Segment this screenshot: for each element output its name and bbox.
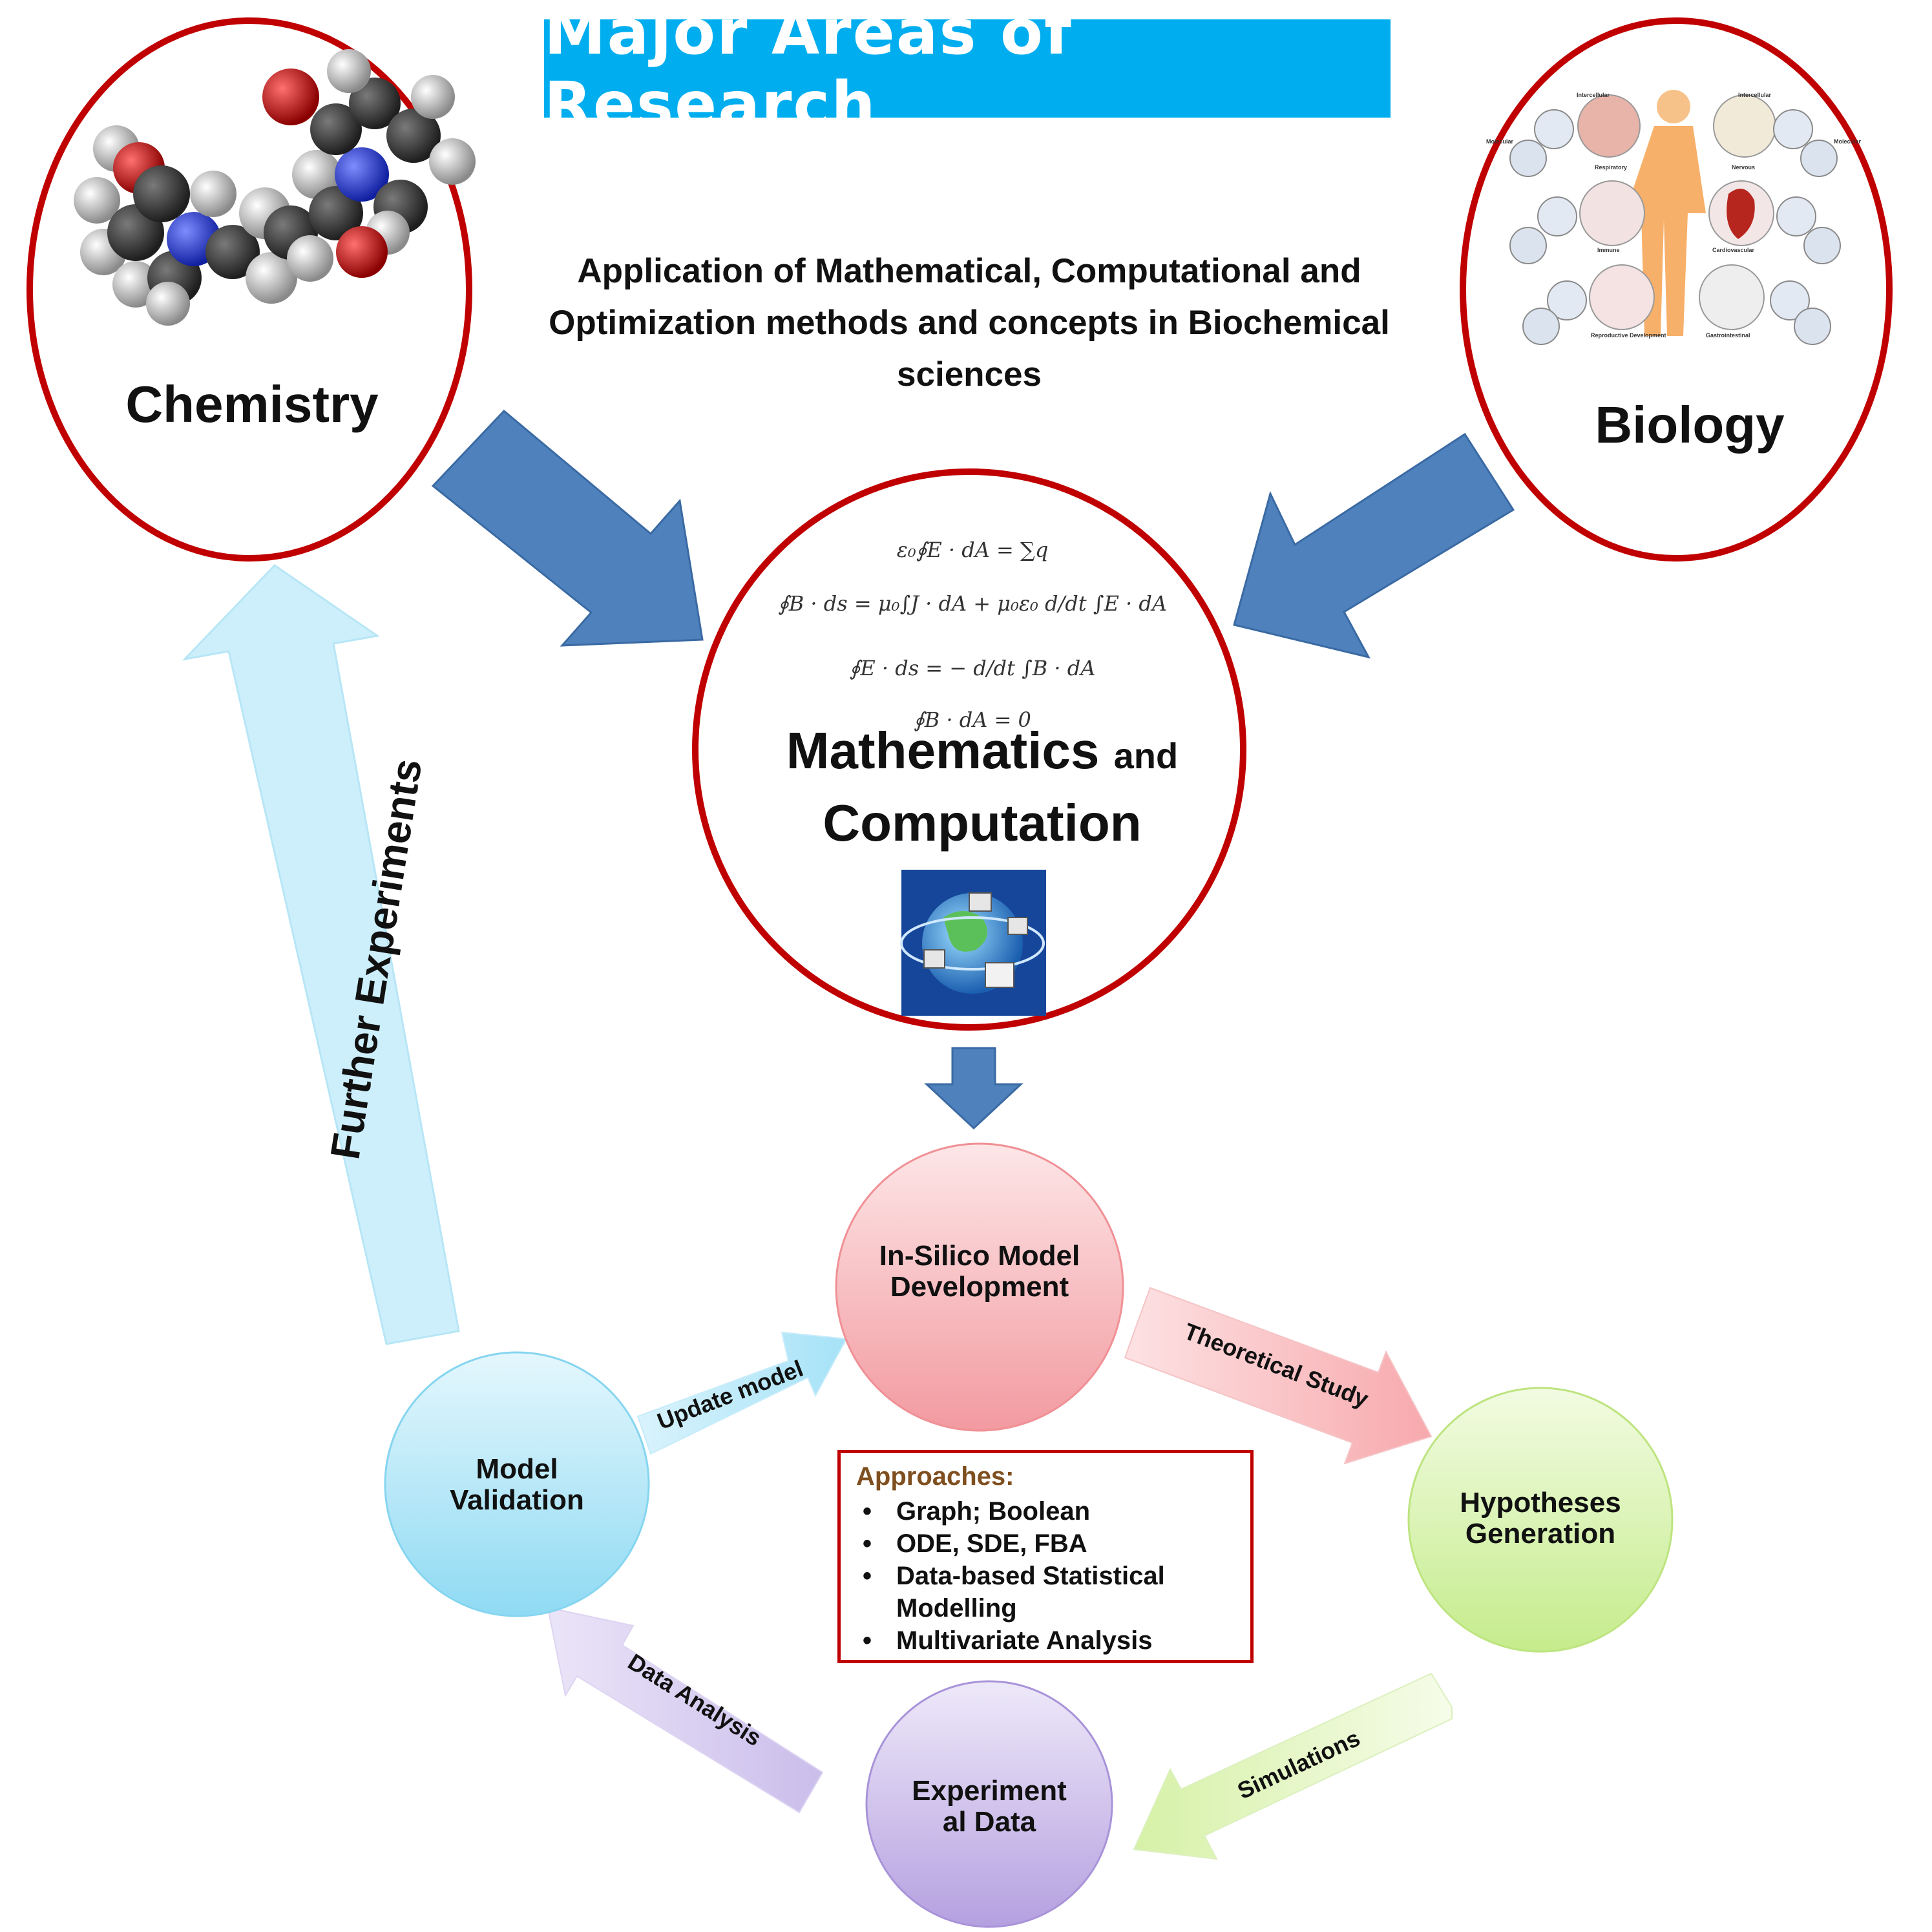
model-validation-label: Model Validation (450, 1453, 584, 1516)
biology-label: Biology (1595, 396, 1785, 454)
svg-text:Molecular: Molecular (1486, 138, 1514, 145)
computation-label: Computation (823, 794, 1142, 852)
data-analysis-arrow (547, 1606, 824, 1814)
equation-1: ε₀∮E · dA = ∑q (896, 538, 1049, 562)
approaches-title: Approaches: (856, 1462, 1014, 1491)
computer-network-globe-image (900, 870, 1046, 1016)
hypotheses-label: Hypotheses Generation (1460, 1487, 1621, 1549)
approach-item: Multivariate Analysis (856, 1624, 1235, 1657)
experimental-data-label: Experiment al Data (912, 1775, 1067, 1838)
update-model-arrow (636, 1331, 848, 1455)
svg-text:Gastrointestinal: Gastrointestinal (1706, 332, 1750, 339)
math-computation-label: Mathematics and Computation (724, 717, 1241, 857)
svg-text:Immune: Immune (1597, 247, 1620, 253)
molecule-image (74, 49, 476, 326)
approach-item: Data-based Statistical Modelling (856, 1560, 1235, 1624)
svg-text:Nervous: Nervous (1732, 164, 1755, 171)
math-to-cycle-arrow (924, 1047, 1024, 1130)
svg-text:Respiratory: Respiratory (1595, 164, 1627, 171)
svg-text:Molecular: Molecular (1834, 138, 1862, 145)
svg-text:Reproductive Development: Reproductive Development (1591, 332, 1666, 339)
approach-item: Graph; Boolean (856, 1495, 1235, 1528)
in-silico-node (835, 1142, 1124, 1432)
chemistry-to-math-arrow (431, 409, 704, 647)
simulations-arrow (1133, 1672, 1453, 1860)
equation-3: ∮E · ds = − d/dt ∫B · dA (849, 656, 1096, 680)
equation-2: ∮B · ds = μ₀∫J · dA + μ₀ε₀ d/dt ∫E · dA (778, 591, 1167, 616)
further-experiments-arrow (182, 564, 460, 1345)
svg-text:Intercellular: Intercellular (1738, 92, 1772, 98)
svg-text:Cardiovascular: Cardiovascular (1712, 247, 1755, 253)
approach-item: ODE, SDE, FBA (856, 1528, 1235, 1560)
math-circle (692, 468, 1246, 1031)
approaches-box: Approaches: Graph; Boolean ODE, SDE, FBA… (837, 1450, 1254, 1663)
svg-text:Intercellular: Intercellular (1577, 92, 1610, 98)
approaches-list: Graph; Boolean ODE, SDE, FBA Data-based … (856, 1495, 1235, 1657)
math-label-and: and (1113, 735, 1179, 776)
subtitle: Application of Mathematical, Computation… (549, 252, 1390, 394)
theoretical-study-arrow (1124, 1286, 1433, 1465)
experimental-data-node (865, 1680, 1113, 1928)
model-validation-node (384, 1351, 650, 1617)
title-banner: Major Areas of Research (544, 0, 1391, 141)
math-label-main: Mathematics (786, 722, 1100, 779)
page-title: Major Areas of Research (544, 0, 1073, 141)
chemistry-label: Chemistry (125, 375, 379, 433)
human-body-systems-image: Intercellular Intercellular Molecular Mo… (1486, 90, 1862, 345)
biology-to-math-arrow (1233, 432, 1515, 659)
hypotheses-node (1407, 1387, 1674, 1653)
in-silico-label: In-Silico Model Development (879, 1240, 1080, 1303)
equation-4: ∮B · dA = 0 (914, 708, 1031, 732)
